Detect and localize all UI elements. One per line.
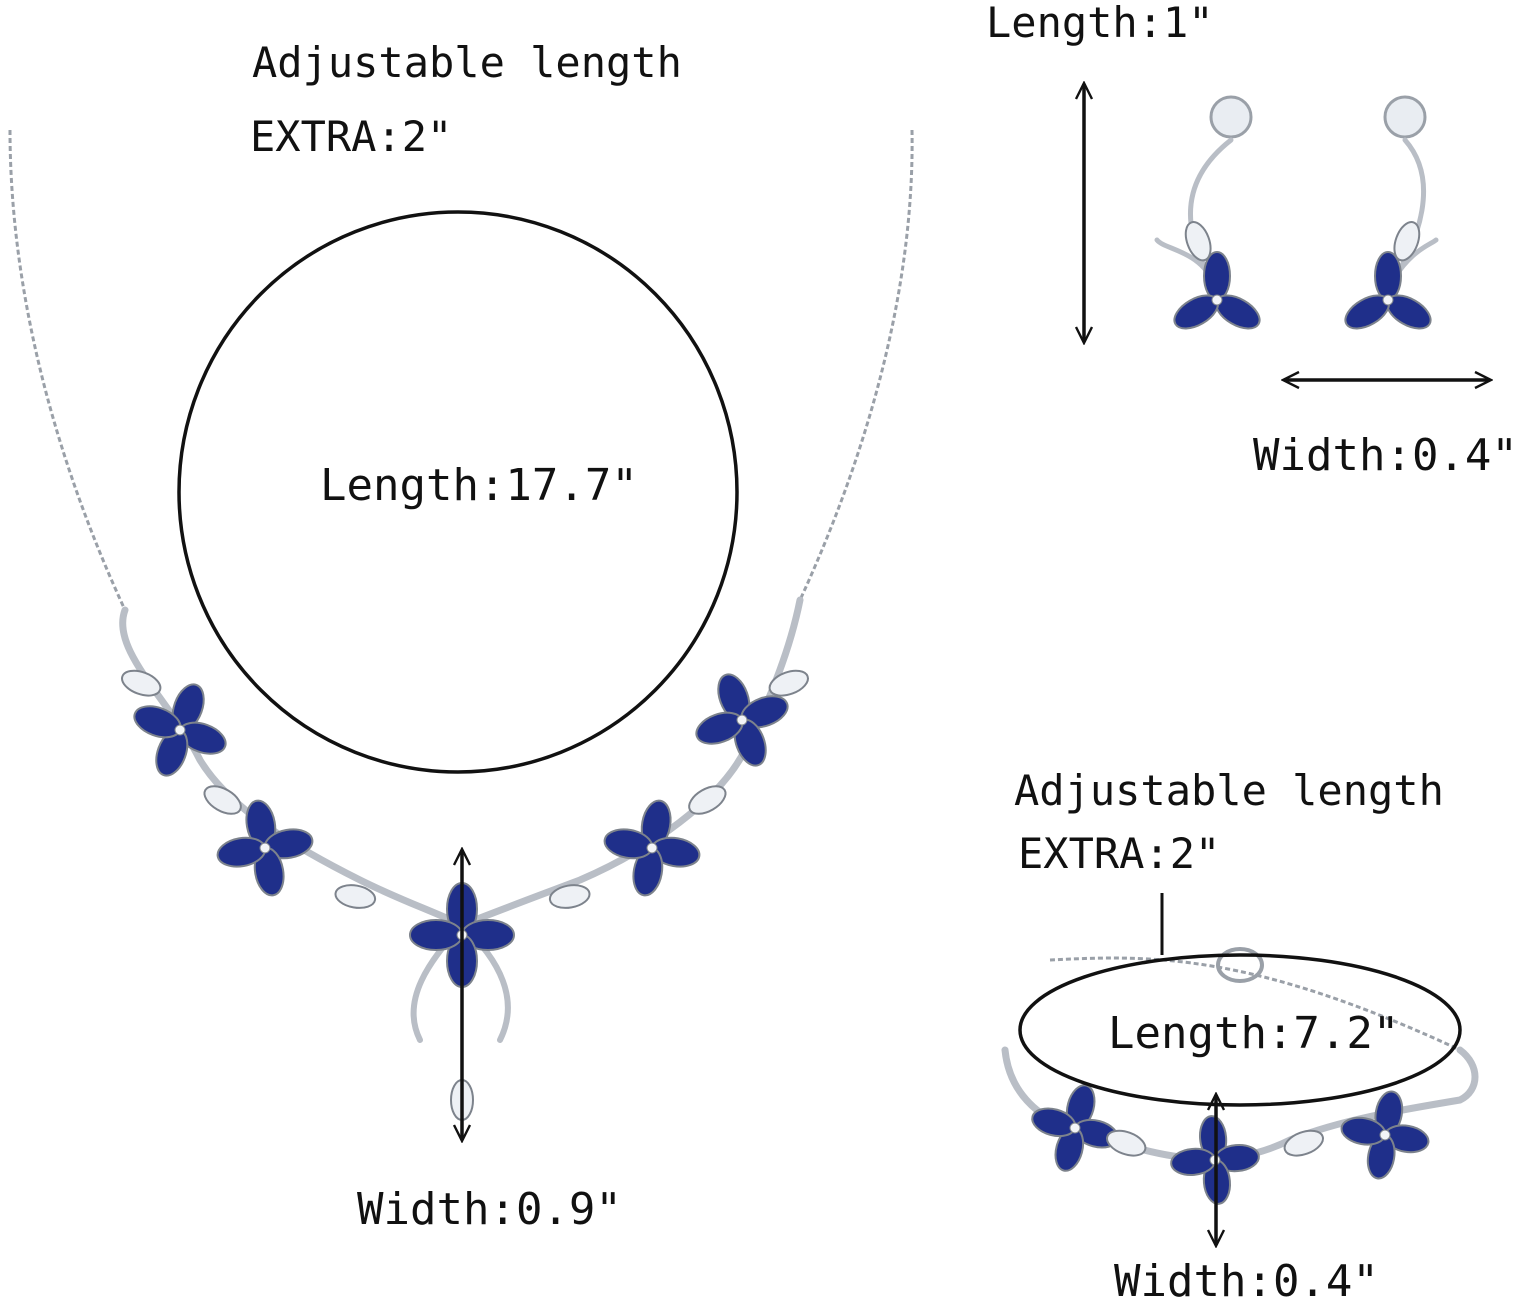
bracelet-extra-label: EXTRA:2" (1018, 829, 1221, 878)
necklace-length-label: Length:17.7" (320, 460, 638, 511)
necklace-adjustable-label: Adjustable length (252, 38, 682, 87)
necklace (8, 129, 914, 1121)
sapphire-petal (768, 669, 809, 697)
sapphire-petal (1283, 1129, 1324, 1157)
bracelet-chain (1049, 956, 1461, 1052)
flower-center (736, 714, 748, 726)
earring-length-label: Length:1" (986, 0, 1214, 47)
sapphire-petal (688, 785, 727, 815)
necklace-length-circle (177, 210, 739, 774)
flower-center (1379, 1129, 1391, 1141)
sapphire-petal (1184, 221, 1212, 262)
earring-left-stud (1209, 95, 1253, 139)
necklace-width-label: Width:0.9" (357, 1184, 622, 1235)
flower-center (259, 842, 271, 854)
sapphire-petal (548, 884, 591, 909)
sapphire-petal (121, 669, 162, 697)
bracelet-clasp (1216, 947, 1264, 983)
flower-center (646, 842, 658, 854)
necklace-extra-label: EXTRA:2" (250, 112, 453, 161)
bracelet (1001, 947, 1479, 1205)
sapphire-petal (1106, 1129, 1147, 1157)
earrings (1154, 95, 1439, 330)
flower-center (1211, 294, 1223, 306)
earring-width-label: Width:0.4" (1253, 430, 1518, 481)
flower-center (1069, 1122, 1081, 1134)
sapphire-petal (334, 884, 377, 909)
bracelet-length-ellipse (1018, 953, 1462, 1107)
necklace-chain-right (798, 129, 914, 601)
sapphire-petal (1393, 221, 1421, 262)
earring-right-stud (1383, 95, 1427, 139)
bracelet-width-label: Width:0.4" (1114, 1256, 1379, 1307)
sapphire-petal (409, 919, 463, 951)
bracelet-length-label: Length:7.2" (1108, 1008, 1400, 1059)
flower-center (1382, 294, 1394, 306)
bracelet-adjustable-label: Adjustable length (1014, 766, 1444, 815)
necklace-chain-left (8, 129, 127, 611)
sapphire-petal (203, 785, 242, 815)
flower-center (174, 724, 186, 736)
